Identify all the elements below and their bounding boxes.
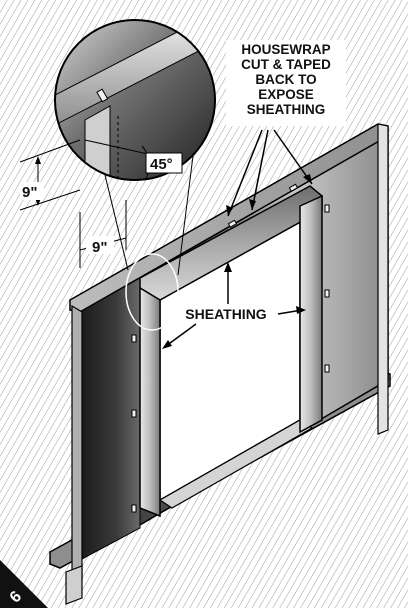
corner-tab-shape [0,560,48,608]
sheathing-arrow-up [224,262,232,272]
housewrap-arrow-3 [303,174,312,184]
sheathing-label: SHEATHING [185,306,267,322]
angle-callout: 45° [141,145,183,179]
angle-label: 45° [150,156,173,173]
housewrap-line-2: CUT & TAPED [241,57,331,72]
angle-label-bg [145,152,183,174]
tape-tab [227,219,238,228]
housewrap-leader-3 [273,129,313,185]
housewrap-arrow-1 [226,205,233,216]
housewrap-line-4: EXPOSE [258,87,314,102]
dim-arrow-up [35,156,41,164]
zoom-tape-tab [96,88,109,103]
tape-tab [324,204,330,213]
dim-vertical-label-bg [20,182,44,200]
zoom-leader-right [177,139,196,276]
dimension-vertical: 9" [19,139,81,211]
corner-tab: 6 [0,560,48,608]
tape-tabs [131,183,330,513]
tape-tab [324,289,330,298]
housewrap-line-1: HOUSEWRAP [241,42,330,57]
tape-tab [131,504,137,513]
window-sill [158,419,314,509]
tape-tab [131,334,137,343]
housewrap-line-3: BACK TO [255,72,316,87]
housewrap-leader-1 [227,129,263,217]
housewrap-leader-2 [251,129,269,211]
end-stud-right [377,123,389,435]
zoom-head-band [55,20,215,126]
sheathing-arrow-left [162,340,172,349]
housewrap-line-5: SHEATHING [247,102,326,117]
tape-tab [288,183,299,192]
zoom-circle-outline [54,19,216,181]
right-jamb [299,194,323,434]
end-stud-left [71,304,83,581]
housewrap-callout: HOUSEWRAP CUT & TAPED BACK TO EXPOSE SHE… [226,40,346,217]
sole-block [65,565,83,605]
dim-horizontal-label-bg [86,236,114,254]
dimension-horizontal: 9" [79,200,127,268]
housewrap-arrow-2 [249,199,256,210]
tape-tab [324,364,330,373]
dim-ext-top [19,139,81,163]
zoom-detail [54,19,216,181]
wall-left-section [79,277,141,561]
dim-ext-bottom [19,189,81,211]
housewrap-label-bg [226,40,346,126]
sheathing-leader-left [165,323,197,347]
dim-vertical-label: 9" [22,184,37,201]
sheathing-arrow-right [296,306,306,314]
sheathing-label-bg [174,304,278,324]
sheathing-callout: SHEATHING [162,262,306,349]
zoom-leader-left [104,174,129,271]
dim-horizontal-label: 9" [92,239,107,256]
tape-tab [131,409,137,418]
wall-assembly [49,123,391,605]
left-jamb [139,286,161,518]
corner-highlight-ellipse [125,253,179,331]
